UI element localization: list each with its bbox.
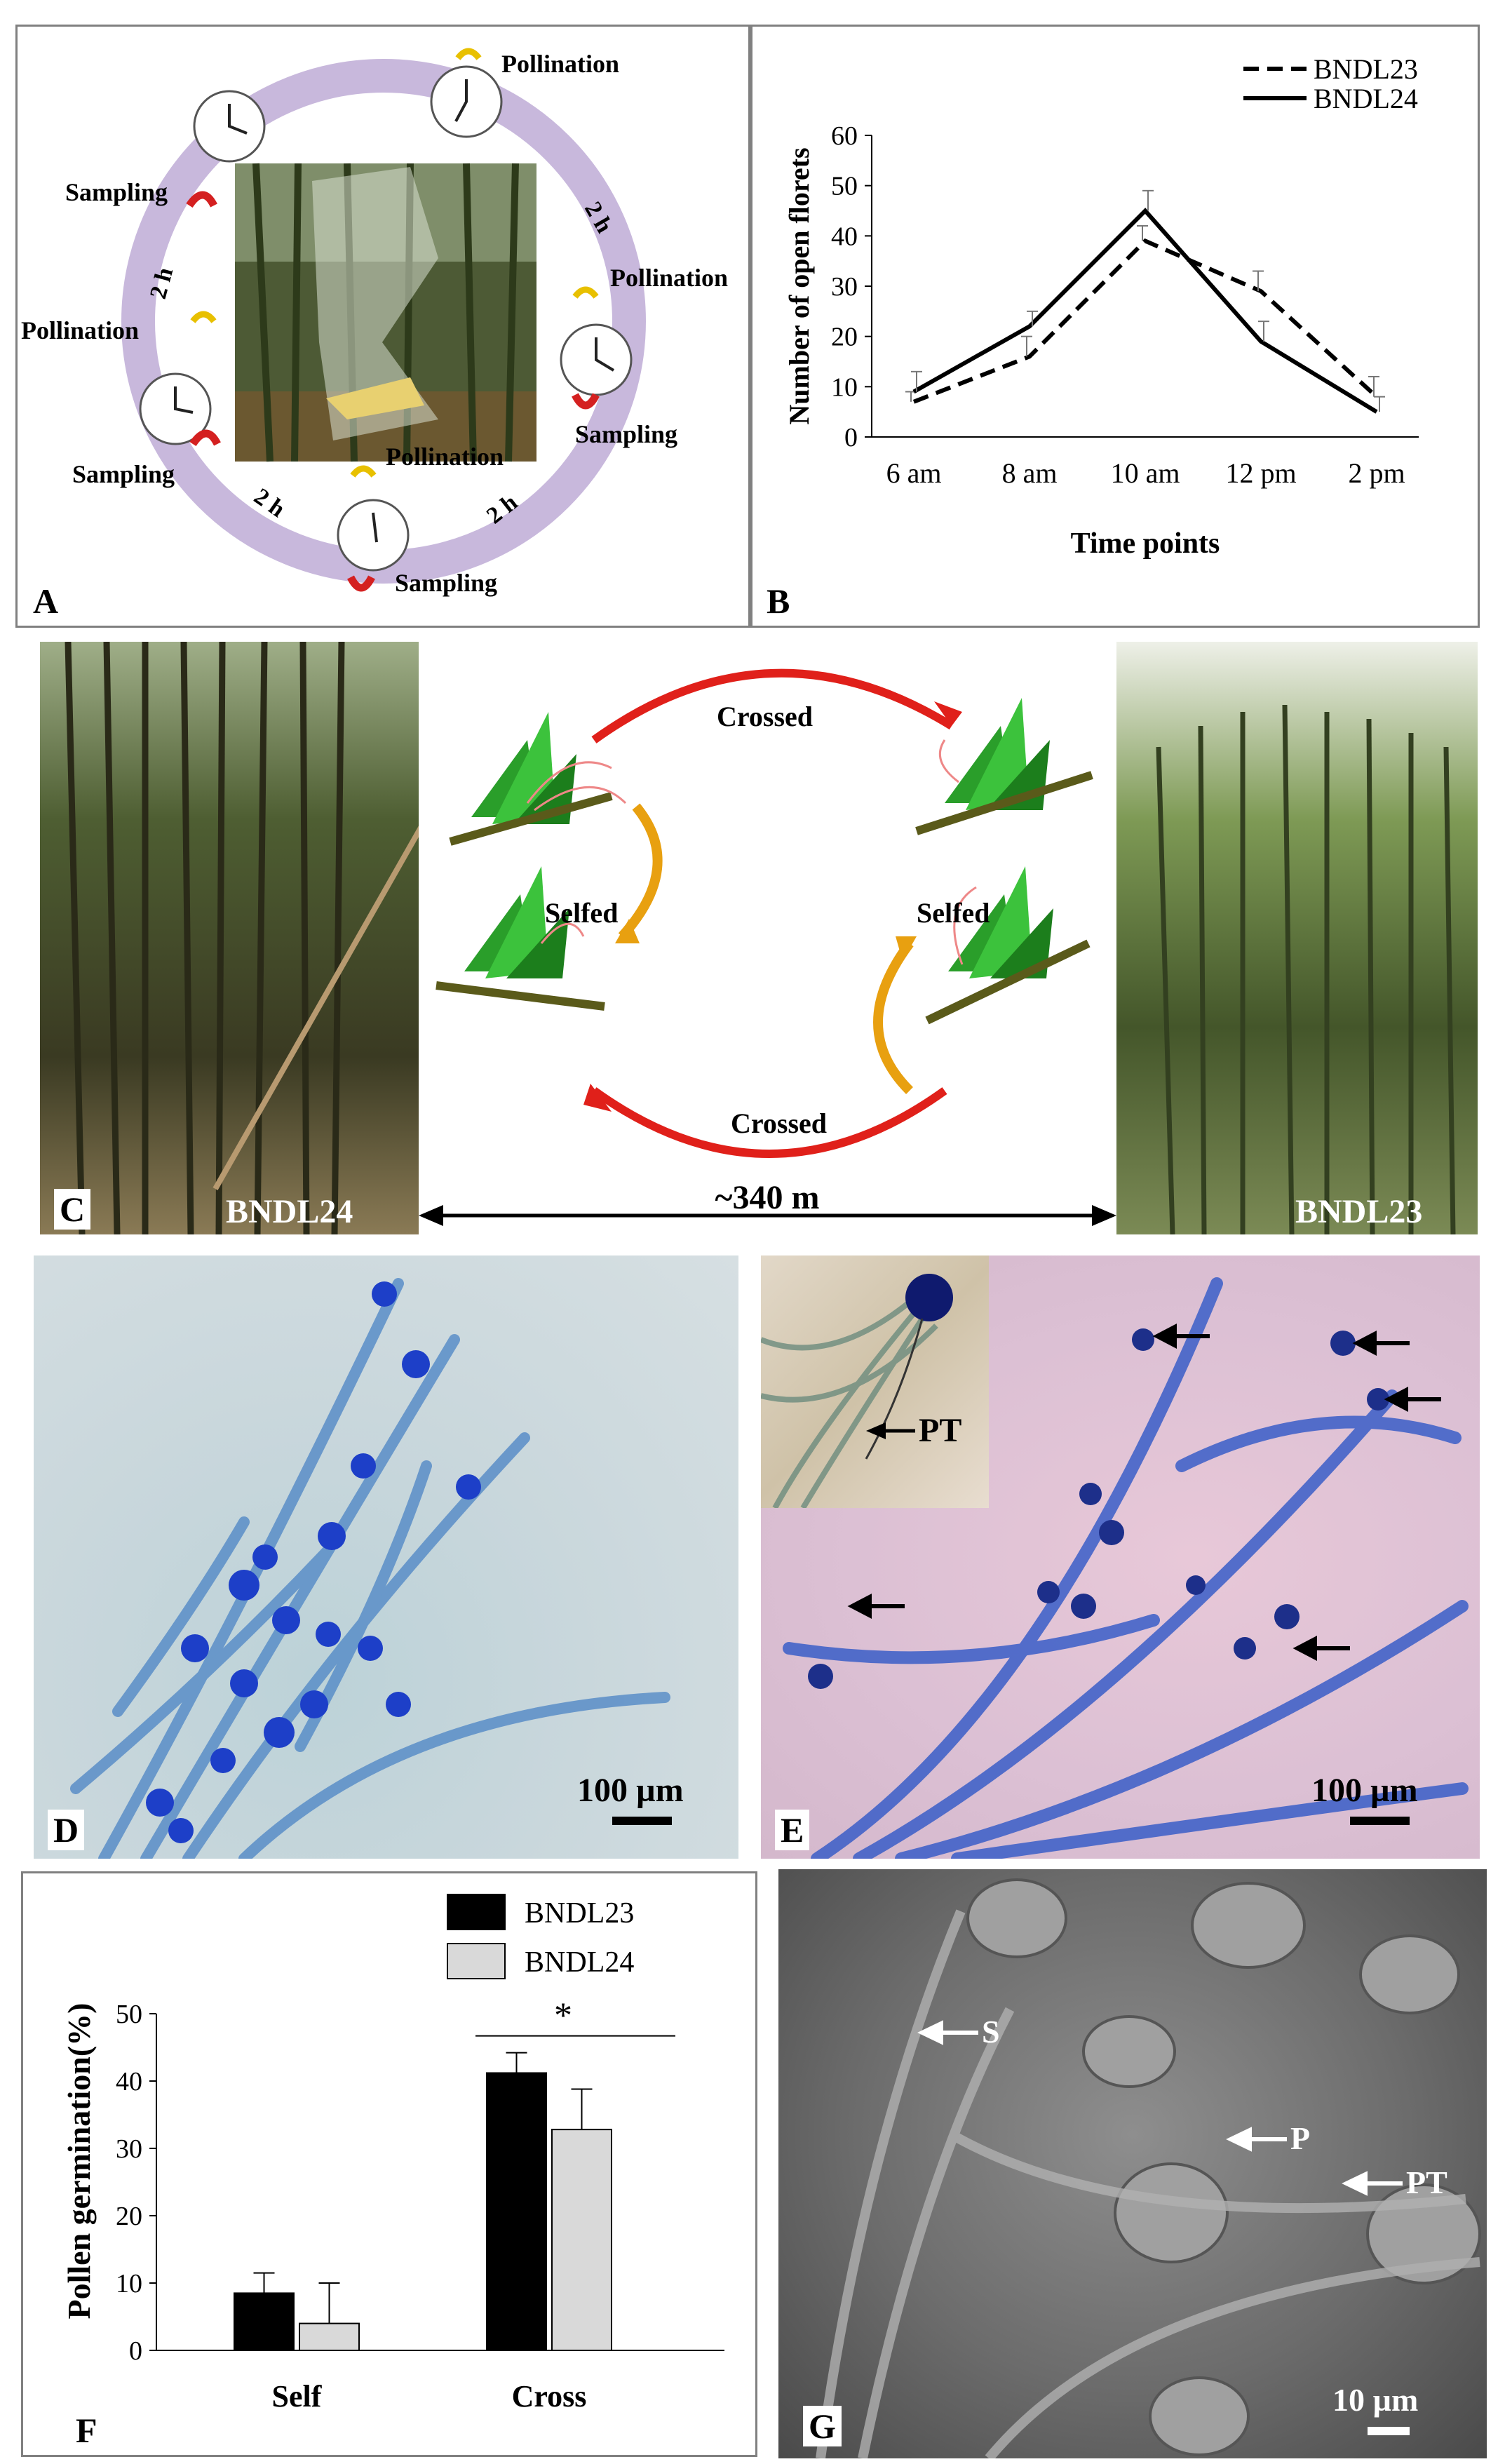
scale-bar-label: 10 µm <box>1332 2382 1419 2418</box>
sampling-label: Sampling <box>65 178 168 206</box>
open-florets-line-chart: 0 10 20 30 40 50 60 6 am 8 am 10 am 12 pm 2 pm Time … <box>783 53 1419 560</box>
scale-bar-label: 100 µm <box>1311 1772 1418 1809</box>
y-axis-title: Pollen germination(%) <box>61 2003 97 2320</box>
bagged-bamboo-photo <box>235 163 536 462</box>
significance-marker: * <box>554 1996 572 2036</box>
legend-label: BNDL24 <box>525 1946 634 1979</box>
pollen-tube-marker-label: PT <box>1406 2165 1447 2200</box>
y-tick-label: 60 <box>831 121 858 151</box>
sampling-label: Sampling <box>575 420 677 448</box>
sampling-label: Sampling <box>72 460 175 488</box>
pollination-arrow-icon <box>190 48 599 478</box>
x-tick-label: 8 am <box>1002 457 1058 489</box>
inset-pollen-tube-micrograph: PT <box>761 1255 989 1508</box>
scale-bar <box>612 1817 672 1825</box>
distance-label: ~340 m <box>715 1182 820 1216</box>
bar-bndl23 <box>234 2292 295 2352</box>
pointer-arrow <box>917 2020 1403 2196</box>
panel-a: Pollination Pollination Pollination Poll… <box>15 25 750 628</box>
y-tick-label: 10 <box>116 2269 142 2298</box>
panel-label: F <box>76 2411 97 2450</box>
crossed-label: Crossed <box>731 1108 827 1139</box>
selfed-label: Selfed <box>545 897 618 929</box>
pollination-label: Pollination <box>21 316 139 344</box>
scale-bar-label: 100 µm <box>577 1772 684 1809</box>
y-tick-label: 50 <box>116 2000 142 2029</box>
legend-label: BNDL24 <box>1314 83 1418 114</box>
pollen-tube-label: PT <box>919 1412 962 1449</box>
y-tick-label: 30 <box>831 272 858 302</box>
series-line-bndl23 <box>912 238 1379 404</box>
selfed-label: Selfed <box>917 897 990 929</box>
panel-e-stigma-micrograph: PT E 100 µm <box>761 1255 1480 1859</box>
panel-g-sem-micrograph: S P PT G 10 µm <box>778 1869 1487 2458</box>
x-tick-label: 6 am <box>886 457 942 489</box>
legend-label: BNDL23 <box>525 1897 634 1930</box>
bndl24-name-label: BNDL24 <box>226 1193 353 1230</box>
legend-swatch <box>447 1943 506 1979</box>
legend-label: BNDL23 <box>1314 53 1418 85</box>
sampling-label: Sampling <box>395 569 497 597</box>
legend-swatch <box>447 1894 506 1930</box>
distance-arrow: ~340 m <box>419 1182 1116 1226</box>
bndl23-bamboo-photo <box>1116 642 1478 1234</box>
crossed-label: Crossed <box>717 701 813 732</box>
panel-label: C <box>54 1189 91 1230</box>
y-tick-label: 40 <box>831 222 858 251</box>
panel-label: B <box>767 581 790 621</box>
self-cross-pollination-diagram: Crossed Crossed Selfed Selfed <box>436 668 1093 1158</box>
pollination-sampling-cycle-diagram: Pollination Pollination Pollination Poll… <box>21 48 728 597</box>
panel-label: E <box>775 1810 810 1850</box>
x-tick-label: Self <box>272 2379 323 2413</box>
sampling-arrow-icon <box>186 191 600 592</box>
panel-label: D <box>48 1810 85 1850</box>
self-pollination-arrow <box>618 803 914 1094</box>
bndl23-name-label: BNDL23 <box>1295 1193 1423 1230</box>
pollination-label: Pollination <box>501 50 619 78</box>
y-tick-label: 30 <box>116 2134 142 2164</box>
pollination-label: Pollination <box>610 264 728 292</box>
bar-bndl23 <box>486 2072 547 2351</box>
y-tick-label: 20 <box>831 323 858 352</box>
panel-d-stigma-micrograph: D 100 µm <box>34 1255 738 1859</box>
pollen-marker-label: P <box>1290 2120 1311 2156</box>
y-tick-label: 50 <box>831 172 858 201</box>
y-tick-label: 20 <box>116 2202 142 2231</box>
spikelet-icon <box>436 698 1093 1025</box>
y-tick-label: 10 <box>831 372 858 402</box>
bar-bndl24 <box>299 2322 360 2351</box>
y-axis-title: Number of open florets <box>783 147 815 424</box>
y-tick-label: 0 <box>129 2336 142 2366</box>
stigma-marker-label: S <box>982 2014 1000 2049</box>
scale-bar <box>1350 1817 1410 1825</box>
panel-label: G <box>803 2406 842 2446</box>
pointer-arrow <box>847 1324 1441 1661</box>
series-line-bndl24 <box>912 208 1378 414</box>
y-tick-label: 0 <box>844 423 858 452</box>
pollination-label: Pollination <box>386 443 504 471</box>
x-axis-title: Time points <box>1071 527 1220 560</box>
bar-bndl24 <box>551 2129 612 2351</box>
x-tick-label: 10 am <box>1111 457 1180 489</box>
x-tick-label: 2 pm <box>1348 457 1405 489</box>
panel-label: A <box>33 581 59 621</box>
pollen-germination-bar-chart: 0 10 20 30 40 50 Pollen germination(%) Self Cros… <box>61 1894 724 2413</box>
cross-pollination-arrow <box>591 668 954 1158</box>
scale-bar <box>1368 2427 1410 2435</box>
panel-f: 0 10 20 30 40 50 Pollen germination(%) Self Cros… <box>21 1871 757 2457</box>
panel-c: Crossed Crossed Selfed Selfed ~340 m C B… <box>15 635 1481 1239</box>
pollen-grain <box>808 1328 1389 1689</box>
x-tick-label: 12 pm <box>1225 457 1296 489</box>
bndl24-bamboo-photo <box>40 642 419 1234</box>
panel-b: 0 10 20 30 40 50 60 6 am 8 am 10 am 12 pm 2 pm Time … <box>750 25 1480 628</box>
x-tick-label: Cross <box>512 2379 587 2413</box>
y-tick-label: 40 <box>116 2067 142 2096</box>
pollen-grain <box>146 1281 481 1843</box>
